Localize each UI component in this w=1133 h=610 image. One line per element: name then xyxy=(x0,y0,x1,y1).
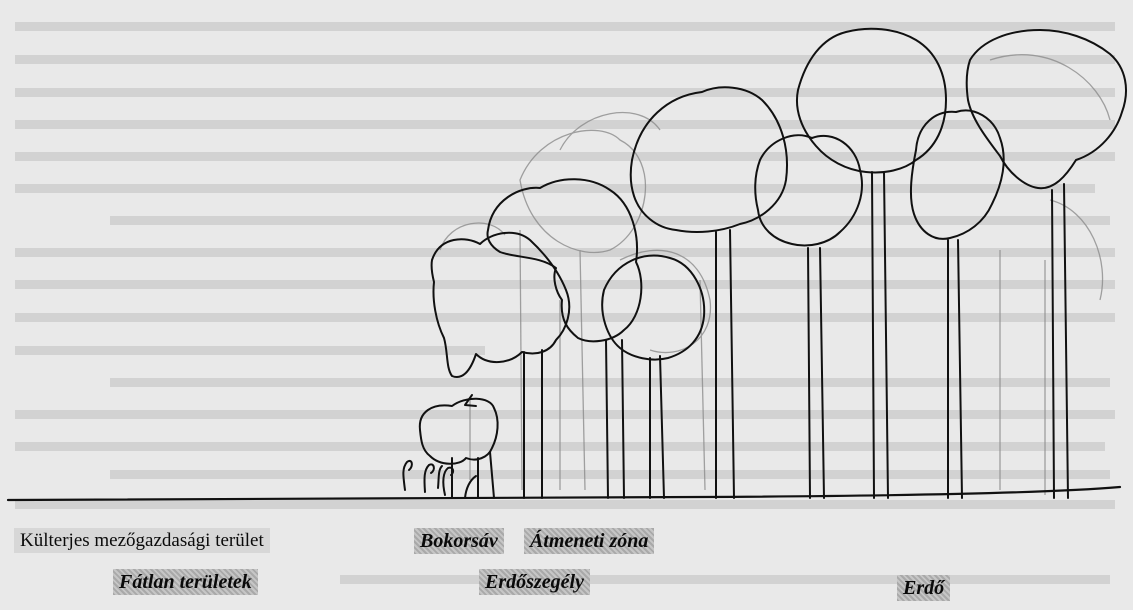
label-atmeneti: Átmeneti zóna xyxy=(524,528,654,554)
label-erdoszegely: Erdőszegély xyxy=(479,569,590,595)
label-kulterjes: Külterjes mezőgazdasági terület xyxy=(14,528,270,553)
label-erdo: Erdő xyxy=(897,575,950,601)
label-bokorsav: Bokorsáv xyxy=(414,528,504,554)
label-fatlan: Fátlan területek xyxy=(113,569,258,595)
